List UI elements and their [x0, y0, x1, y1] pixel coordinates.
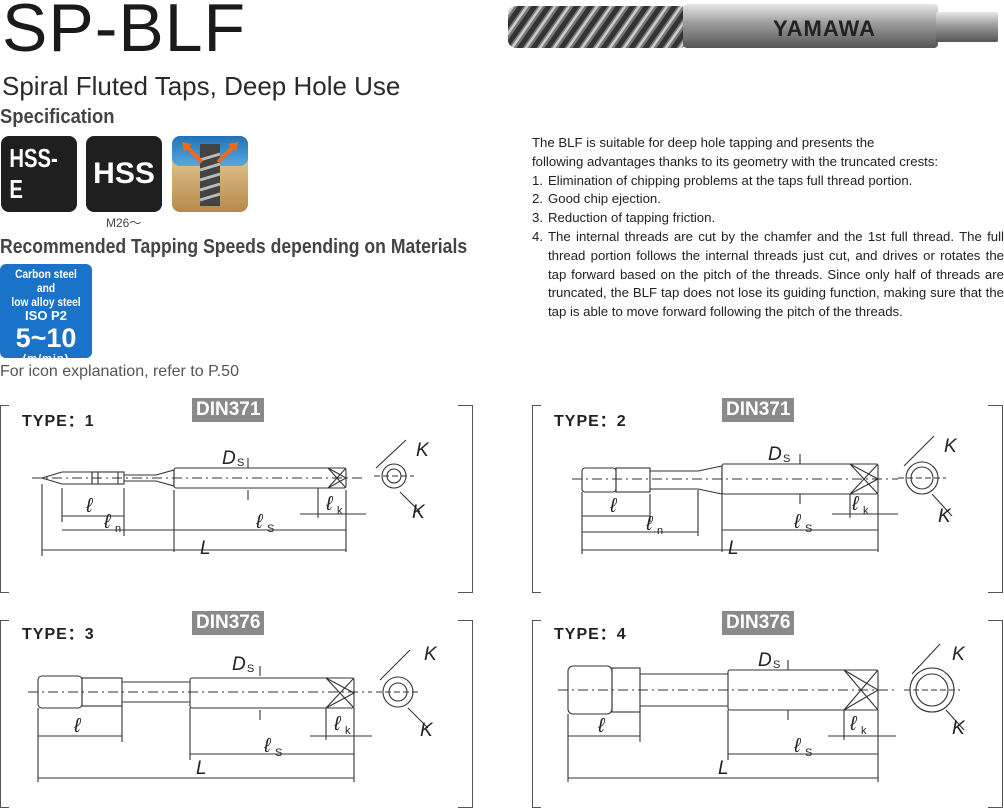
- type2-ln-label: ℓ: [645, 513, 654, 535]
- type4-l-label: ℓ: [597, 715, 606, 737]
- product-description: The BLF is suitable for deep hole tappin…: [532, 134, 1004, 322]
- type2-lk-sub: k: [863, 505, 869, 517]
- type4-standard-badge: DIN376: [722, 611, 795, 635]
- type2-frame-right: [988, 405, 1003, 593]
- chip-flow-icon: [172, 136, 248, 212]
- type4-ls-label: ℓ: [793, 735, 802, 757]
- advantage-item: 1.Elimination of chipping problems at th…: [532, 172, 913, 188]
- speed-card-value: 5~10: [15, 323, 77, 353]
- type3-standard-badge: DIN376: [192, 611, 265, 635]
- type4-K-bottom: K: [952, 718, 966, 739]
- type2-L-label: L: [728, 538, 739, 559]
- brand-engraving: YAMAWA: [773, 16, 876, 41]
- type1-frame-left: [0, 405, 9, 593]
- type1-standard-badge: DIN371: [192, 398, 265, 422]
- type4-ds-label: D: [758, 650, 772, 671]
- type1-ln-label: ℓ: [103, 511, 112, 533]
- specification-heading: Specification: [0, 106, 115, 128]
- type4-lk-label: ℓ: [849, 713, 858, 735]
- type1-ls-sub: S: [267, 523, 274, 535]
- type1-tap-drawing: D S ℓ ℓ n ℓ S ℓ k L K K: [32, 439, 430, 559]
- type2-tap-drawing: D S ℓ ℓ n ℓ S ℓ k L K K: [572, 435, 958, 559]
- type2-K-top: K: [944, 436, 958, 457]
- type4-label: TYPE：4: [554, 626, 627, 643]
- speed-card-unit: (m/min): [22, 353, 70, 365]
- type3-ds-label: D: [232, 654, 246, 675]
- type2-lk-label: ℓ: [851, 493, 860, 515]
- type1-lk-sub: k: [337, 505, 343, 517]
- type3-lk-label: ℓ: [333, 713, 342, 735]
- type2-label: TYPE：2: [554, 413, 627, 430]
- type2-standard-badge: DIN371: [722, 398, 795, 422]
- type1-ds-sub: S: [237, 457, 244, 469]
- type2-ds-label: D: [768, 444, 782, 465]
- tapping-speeds-heading: Recommended Tapping Speeds depending on …: [0, 236, 468, 258]
- page-title: SP-BLF: [2, 0, 247, 66]
- type2-ls-label: ℓ: [793, 511, 802, 533]
- type3-label: TYPE：3: [22, 626, 95, 643]
- type4-lk-sub: k: [861, 725, 867, 737]
- hss-size-note: M26～: [106, 216, 142, 230]
- type2-l-label: ℓ: [609, 495, 618, 517]
- speed-card-material-line1: Carbon steel and: [15, 267, 77, 295]
- advantage-item: 2.Good chip ejection.: [532, 191, 661, 207]
- type4-tap-drawing: D S ℓ ℓ S ℓ k L K K: [558, 643, 966, 782]
- type3-K-bottom: K: [420, 720, 434, 741]
- hss-material-icon: HSS: [86, 136, 162, 212]
- type1-K-top: K: [416, 440, 430, 461]
- speed-card-iso: ISO P2: [25, 308, 67, 323]
- type3-L-label: L: [196, 758, 207, 779]
- type1-frame-right: [458, 405, 473, 593]
- type1-ls-label: ℓ: [255, 511, 264, 533]
- type4-ds-sub: S: [773, 659, 780, 671]
- tap-product-image: YAMAWA: [508, 4, 998, 48]
- type1-l-label: ℓ: [85, 495, 94, 517]
- type3-l-label: ℓ: [73, 715, 82, 737]
- type4-ls-sub: S: [805, 747, 812, 759]
- type3-tap-drawing: D S ℓ ℓ S ℓ k L K K: [28, 644, 438, 782]
- type1-K-bottom: K: [412, 502, 426, 523]
- icon-explanation-note: For icon explanation, refer to P.50: [0, 363, 239, 380]
- type3-ls-label: ℓ: [263, 735, 272, 757]
- description-intro-2: following advantages thanks to its geome…: [532, 153, 939, 169]
- type1-ds-label: D: [222, 448, 236, 469]
- advantage-item: 3.Reduction of tapping friction.: [532, 210, 716, 226]
- page-subtitle: Spiral Fluted Taps, Deep Hole Use: [2, 71, 401, 101]
- type3-K-top: K: [424, 644, 438, 665]
- type1-L-label: L: [200, 538, 211, 559]
- type3-ls-sub: S: [275, 747, 282, 759]
- hss-e-material-icon: HSS-E: [1, 136, 77, 212]
- type4-K-top: K: [952, 644, 966, 665]
- type2-ls-sub: S: [805, 523, 812, 535]
- type2-ds-sub: S: [783, 453, 790, 465]
- speed-card-carbon-steel: Carbon steel and low alloy steel ISO P2 …: [0, 264, 92, 365]
- speed-card-material-line2: low alloy steel: [11, 295, 81, 309]
- type1-ln-sub: n: [115, 523, 121, 535]
- type4-L-label: L: [718, 758, 729, 779]
- advantage-item: 4.The internal threads are cut by the ch…: [532, 228, 1004, 320]
- type2-frame-left: [532, 405, 541, 593]
- description-intro-1: The BLF is suitable for deep hole tappin…: [532, 135, 875, 150]
- type1-lk-label: ℓ: [325, 493, 334, 515]
- type1-label: TYPE：1: [22, 413, 95, 430]
- type3-ds-sub: S: [247, 663, 254, 675]
- type2-ln-sub: n: [657, 525, 663, 537]
- type2-K-bottom: K: [938, 506, 952, 527]
- type3-lk-sub: k: [345, 725, 351, 737]
